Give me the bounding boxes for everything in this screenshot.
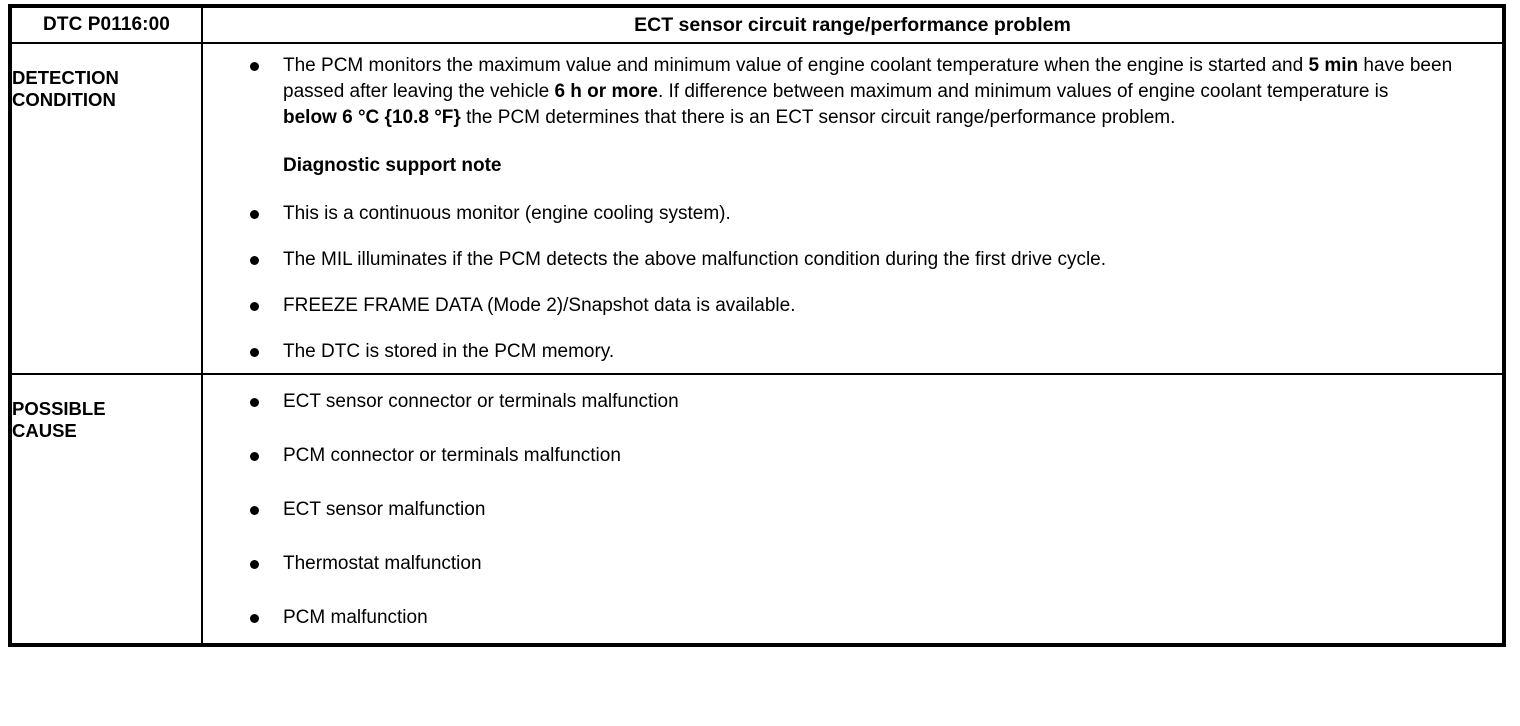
list-item: PCM malfunction <box>247 605 1490 631</box>
possible-cause-label-cell: POSSIBLE CAUSE <box>9 373 203 646</box>
dtc-header-row: DTC P0116:00 ECT sensor circuit range/pe… <box>9 5 1505 44</box>
list-item: The MIL illuminates if the PCM detects t… <box>247 247 1490 273</box>
list-item: The PCM monitors the maximum value and m… <box>247 53 1490 131</box>
possible-cause-content-cell: ECT sensor connector or terminals malfun… <box>201 373 1505 646</box>
list-item-label: PCM malfunction <box>283 607 428 628</box>
dtc-table-body: DTC P0116:00 ECT sensor circuit range/pe… <box>9 5 1505 646</box>
list-item: ECT sensor malfunction <box>247 497 1490 523</box>
possible-cause-row: POSSIBLE CAUSE ECT sensor connector or t… <box>9 373 1505 646</box>
list-item: PCM connector or terminals malfunction <box>247 443 1490 469</box>
detection-condition-label: DETECTION CONDITION <box>12 66 119 111</box>
list-item-label: The MIL illuminates if the PCM detects t… <box>283 249 1107 270</box>
detection-condition-content-cell: The PCM monitors the maximum value and m… <box>201 42 1505 375</box>
list-item-label: ECT sensor connector or terminals malfun… <box>283 391 679 412</box>
bullet-text-segment: . If difference between maximum and mini… <box>657 81 1389 102</box>
bullet-text-segment-bold: 6 h or more <box>554 81 658 102</box>
list-item-label: Thermostat malfunction <box>283 553 482 574</box>
diagnostic-support-note-heading: Diagnostic support note <box>283 155 502 176</box>
list-item-label: PCM connector or terminals malfunction <box>283 445 621 466</box>
dtc-code-cell: DTC P0116:00 <box>9 5 203 44</box>
list-item-label: ECT sensor malfunction <box>283 499 486 520</box>
dtc-title-cell: ECT sensor circuit range/performance pro… <box>201 5 1505 44</box>
bullet-text-segment: The PCM monitors the maximum value and m… <box>283 55 1309 76</box>
bullet-text-segment-bold: 5 min <box>1308 55 1359 76</box>
list-item-label: This is a continuous monitor (engine coo… <box>283 203 731 224</box>
list-item: ECT sensor connector or terminals malfun… <box>247 389 1490 415</box>
list-item: The DTC is stored in the PCM memory. <box>247 339 1490 365</box>
list-item-label: The DTC is stored in the PCM memory. <box>283 341 615 362</box>
list-item: Thermostat malfunction <box>247 551 1490 577</box>
detection-condition-label-cell: DETECTION CONDITION <box>9 42 203 375</box>
bullet-text-segment: the PCM determines that there is an ECT … <box>460 107 1176 128</box>
possible-cause-label: POSSIBLE CAUSE <box>12 397 106 442</box>
detection-condition-row: DETECTION CONDITION The PCM monitors the… <box>9 42 1505 375</box>
list-item-label: FREEZE FRAME DATA (Mode 2)/Snapshot data… <box>283 295 796 316</box>
bullet-text-segment-bold: below 6 °C {10.8 °F} <box>283 107 461 128</box>
detection-condition-content: The PCM monitors the maximum value and m… <box>203 44 1502 373</box>
list-item: FREEZE FRAME DATA (Mode 2)/Snapshot data… <box>247 293 1490 319</box>
possible-cause-content: ECT sensor connector or terminals malfun… <box>203 375 1502 643</box>
list-item: This is a continuous monitor (engine coo… <box>247 201 1490 227</box>
bullet-text-segment: have been passed after leaving the vehic… <box>283 55 1453 102</box>
dtc-table: DTC P0116:00 ECT sensor circuit range/pe… <box>8 4 1506 647</box>
